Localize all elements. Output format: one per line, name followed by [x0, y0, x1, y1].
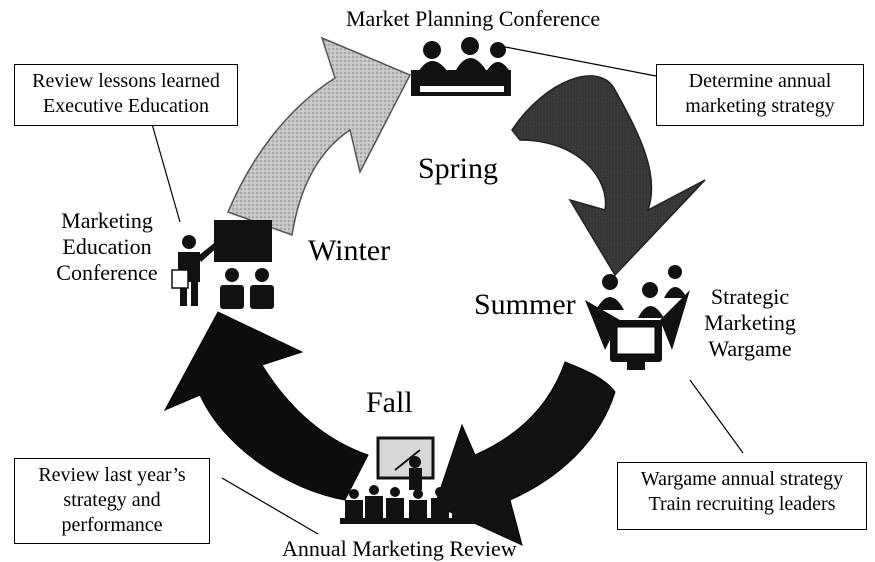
- connector-spring: [499, 45, 657, 77]
- event-label-spring: Market Planning Conference: [346, 6, 601, 31]
- callout-fall-line-2: strategy and: [63, 489, 161, 511]
- event-label-summer-line-3: Wargame: [708, 335, 792, 361]
- callout-winter: Review lessons learned Executive Educati…: [14, 64, 238, 126]
- event-label-summer-line-1: Strategic: [710, 284, 790, 309]
- event-label-summer-line-2: Marketing: [704, 309, 796, 335]
- callout-winter-line-1: Review lessons learned: [32, 70, 220, 92]
- season-label-summer: Summer: [474, 288, 576, 321]
- connector-fall: [221, 477, 319, 535]
- callout-spring: Determine annual marketing strategy: [656, 64, 864, 126]
- arrow-spring-to-summer: [511, 75, 706, 277]
- callout-summer-line-1: Wargame annual strategy: [640, 468, 844, 490]
- callout-fall-line-3: performance: [61, 514, 163, 536]
- season-label-winter: Winter: [308, 234, 391, 267]
- connector-summer: [689, 379, 744, 454]
- callout-spring-line-1: Determine annual: [688, 70, 832, 92]
- callout-fall: Review last year’s strategy and performa…: [14, 458, 210, 544]
- arrow-winter-to-spring: [227, 36, 412, 237]
- arrow-summer-to-fall: [434, 361, 616, 546]
- callout-fall-line-1: Review last year’s: [38, 464, 186, 486]
- event-label-winter-line-1: Marketing: [61, 208, 153, 233]
- wargame-computer-icon: [585, 265, 690, 370]
- callout-spring-line-2: marketing strategy: [685, 95, 835, 117]
- season-label-fall: Fall: [366, 386, 413, 419]
- callout-summer-line-2: Train recruiting leaders: [648, 493, 836, 515]
- event-label-fall: Annual Marketing Review: [282, 536, 517, 561]
- arrow-fall-to-winter: [163, 311, 369, 501]
- event-label-winter-line-3: Conference: [56, 259, 158, 285]
- presentation-audience-icon: [340, 436, 475, 524]
- teacher-blackboard-icon: [171, 220, 274, 309]
- meeting-people-icon: [411, 37, 511, 96]
- season-label-spring: Spring: [418, 152, 499, 185]
- event-label-winter-line-2: Education: [62, 233, 152, 259]
- event-label-winter: Marketing Education Conference: [52, 208, 162, 286]
- connector-winter: [151, 123, 181, 223]
- callout-winter-line-2: Executive Education: [42, 95, 210, 117]
- event-label-summer: Strategic Marketing Wargame: [700, 284, 800, 362]
- callout-summer: Wargame annual strategy Train recruiting…: [617, 462, 867, 530]
